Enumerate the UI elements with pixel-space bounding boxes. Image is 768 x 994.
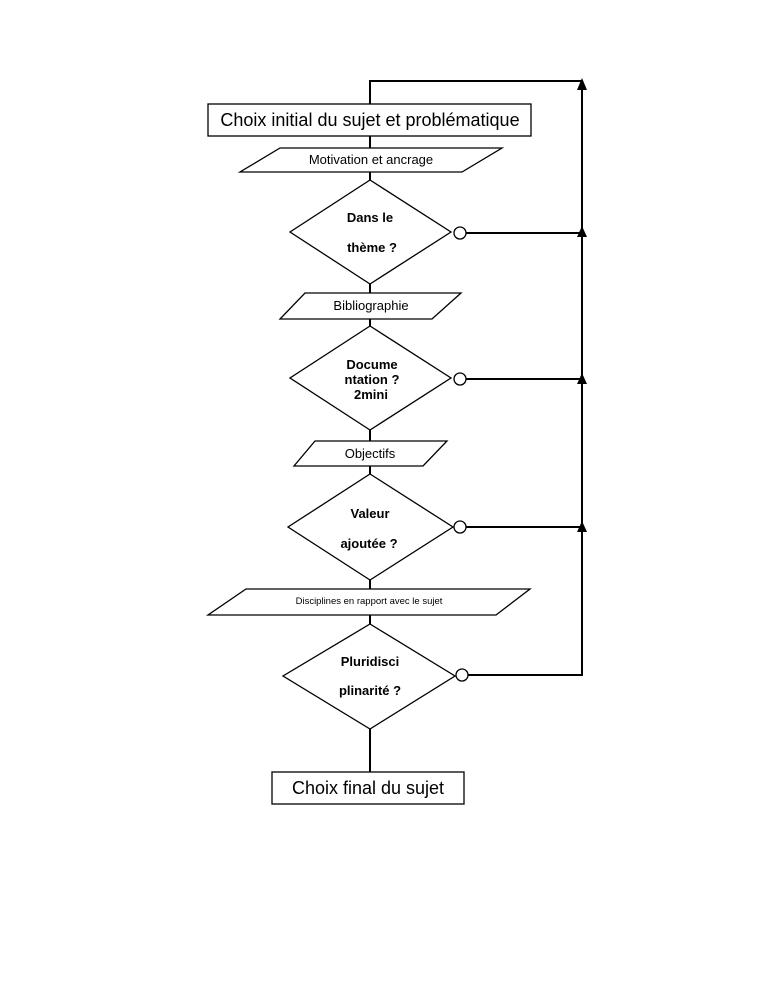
- objectifs-parallelogram: Objectifs: [292, 440, 449, 467]
- decision-pluri: Pluridisci plinarité ?: [281, 623, 457, 730]
- end-box: Choix final du sujet: [271, 771, 465, 805]
- valeur-line2: ajoutée ?: [340, 536, 397, 551]
- bibliographie-label: Bibliographie: [333, 298, 408, 313]
- decision-documentation: Docume ntation ? 2mini: [288, 325, 453, 431]
- documentation-connector-circle: [453, 372, 467, 386]
- disciplines-parallelogram: Disciplines en rapport avec le sujet: [205, 588, 532, 616]
- motivation-parallelogram: Motivation et ancrage: [237, 147, 505, 173]
- theme-line2: thème ?: [347, 240, 397, 255]
- pluri-line1: Pluridisci: [341, 654, 400, 669]
- bibliographie-parallelogram: Bibliographie: [278, 292, 463, 320]
- motivation-label: Motivation et ancrage: [309, 152, 433, 167]
- start-label: Choix initial du sujet et problématique: [220, 110, 519, 130]
- objectifs-label: Objectifs: [345, 446, 396, 461]
- end-label: Choix final du sujet: [292, 778, 444, 798]
- decision-theme: Dans le thème ?: [288, 179, 453, 285]
- disciplines-label: Disciplines en rapport avec le sujet: [296, 596, 443, 607]
- pluri-line2: plinarité ?: [339, 683, 401, 698]
- decision-valeur: Valeur ajoutée ?: [286, 473, 455, 581]
- arrowhead-icon: [577, 78, 587, 90]
- documentation-line2: ntation ?: [345, 372, 400, 387]
- start-box: Choix initial du sujet et problématique: [207, 103, 532, 137]
- theme-line1: Dans le: [347, 210, 393, 225]
- documentation-line3: 2mini: [354, 387, 388, 402]
- valeur-connector-circle: [453, 520, 467, 534]
- documentation-line1: Docume: [346, 357, 397, 372]
- pluri-connector-circle: [455, 668, 469, 682]
- valeur-line1: Valeur: [350, 506, 389, 521]
- theme-connector-circle: [453, 226, 467, 240]
- arrowhead-icon: [577, 226, 587, 237]
